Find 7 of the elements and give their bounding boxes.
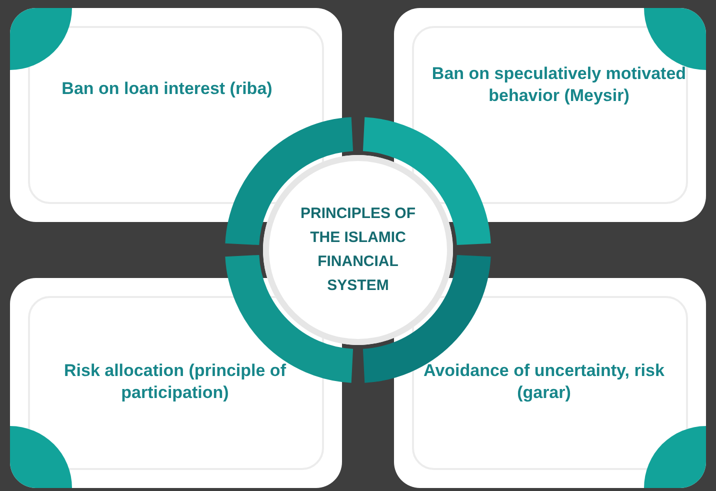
principle-card [394,278,706,488]
center-title: PRINCIPLES OF THE ISLAMIC FINANCIAL SYSTEM [299,204,416,296]
principle-card [394,8,706,222]
principle-text: Ban on speculatively motivated behavior (Meysir) [430,63,688,107]
principle-text: Avoidance of uncertainty, risk (garar) [422,360,666,404]
principle-text: Risk allocation (principle of participation) [63,360,287,404]
principle-text: Ban on loan interest (riba) [60,78,274,100]
